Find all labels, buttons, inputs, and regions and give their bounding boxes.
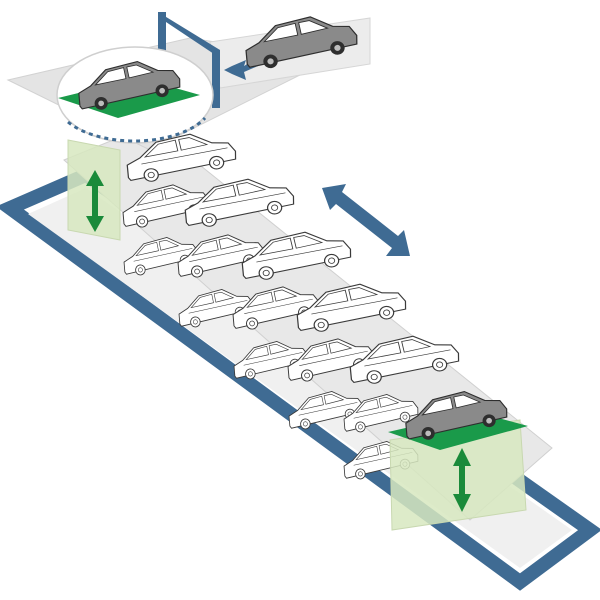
diagonal-double-arrow-icon: [322, 184, 410, 256]
turntable: [56, 46, 214, 144]
rotation-ring-icon: [67, 116, 207, 143]
vertical-double-arrow-icon: [86, 170, 104, 232]
exit-lift: [388, 383, 528, 450]
vertical-double-arrow-icon: [453, 448, 471, 512]
